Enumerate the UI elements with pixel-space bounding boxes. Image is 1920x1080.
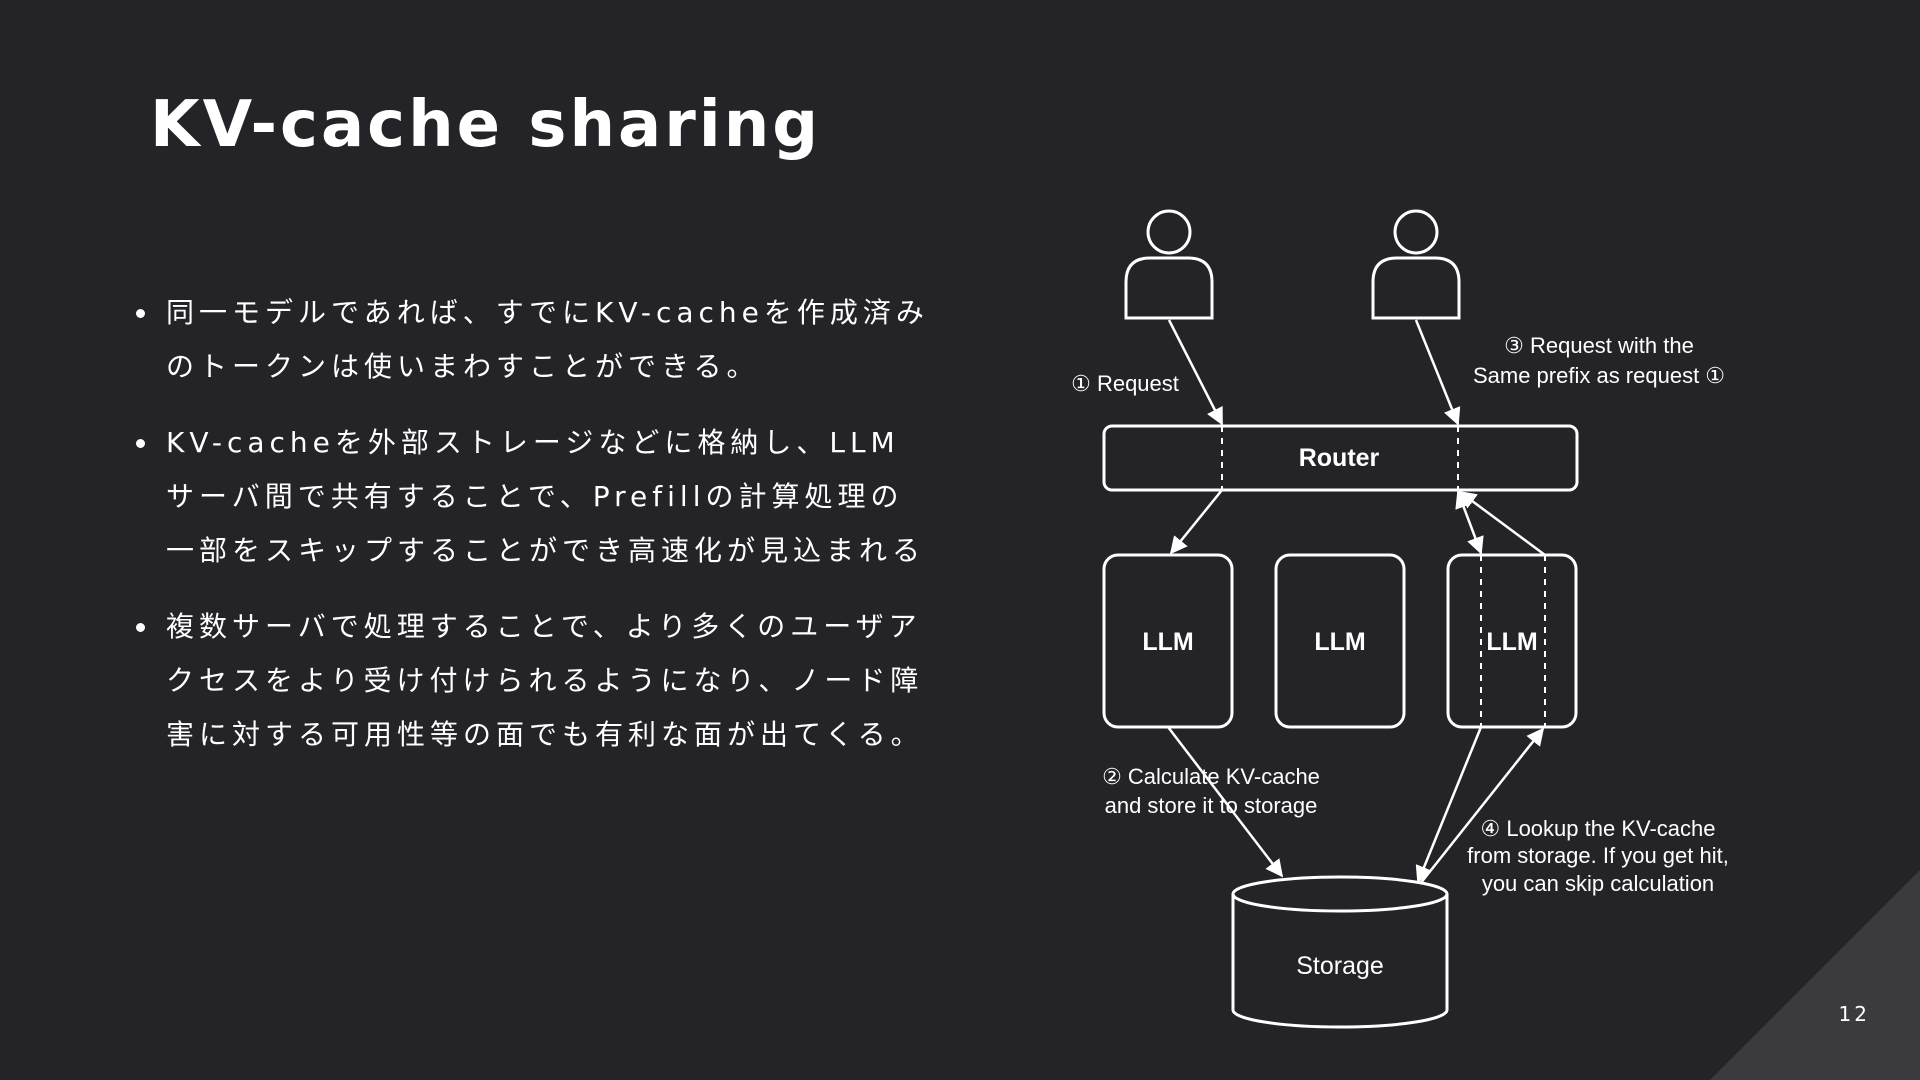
router-box: [1102, 424, 1579, 492]
arrow-request-1: [1167, 319, 1224, 426]
user-icon: [1371, 209, 1461, 320]
arrow-llm3-to-router: [1458, 490, 1546, 557]
slide-title: KV-cache sharing: [150, 88, 822, 162]
bullet-list: 同一モデルであれば、すでにKV-cacheを作成済みのトークンは使いまわすことが…: [132, 286, 932, 784]
bullet-item: 同一モデルであれば、すでにKV-cacheを作成済みのトークンは使いまわすことが…: [132, 286, 932, 394]
arrow-router-to-llm1: [1169, 489, 1223, 555]
arrow-llm3-to-storage: [1415, 726, 1483, 884]
step3-label-line2: Same prefix as request ①: [1473, 363, 1725, 388]
step4-label-line1: ④ Lookup the KV-cache: [1481, 816, 1716, 841]
page-number: 12: [1838, 1002, 1870, 1026]
storage-cylinder: [1231, 875, 1449, 1029]
user-icon: [1124, 209, 1214, 320]
step4-label-line3: you can skip calculation: [1482, 871, 1714, 896]
step3-label-line1: ③ Request with the: [1504, 333, 1694, 358]
step1-label: ① Request: [1071, 371, 1179, 396]
step4-label-line2: from storage. If you get hit,: [1467, 843, 1729, 868]
llm-box: [1446, 553, 1578, 729]
router-label: Router: [1299, 444, 1380, 472]
arrow-llm1-to-storage: [1167, 726, 1284, 878]
llm-label: LLM: [1486, 628, 1537, 656]
corner-decoration: [1710, 870, 1920, 1080]
arrow-storage-to-llm3: [1419, 727, 1545, 885]
step2-label-line1: ② Calculate KV-cache: [1102, 764, 1320, 789]
storage-label: Storage: [1296, 952, 1384, 980]
arrow-router-to-llm3: [1455, 490, 1484, 555]
bullet-item: 複数サーバで処理することで、より多くのユーザアクセスをより受け付けられるようにな…: [132, 600, 932, 762]
llm-box: [1274, 553, 1406, 729]
llm-label: LLM: [1142, 628, 1193, 656]
llm-label: LLM: [1314, 628, 1365, 656]
step2-label-line2: and store it to storage: [1105, 793, 1318, 818]
arrow-request-3: [1414, 319, 1461, 426]
bullet-item: KV-cacheを外部ストレージなどに格納し、LLMサーバ間で共有することで、P…: [132, 416, 932, 578]
